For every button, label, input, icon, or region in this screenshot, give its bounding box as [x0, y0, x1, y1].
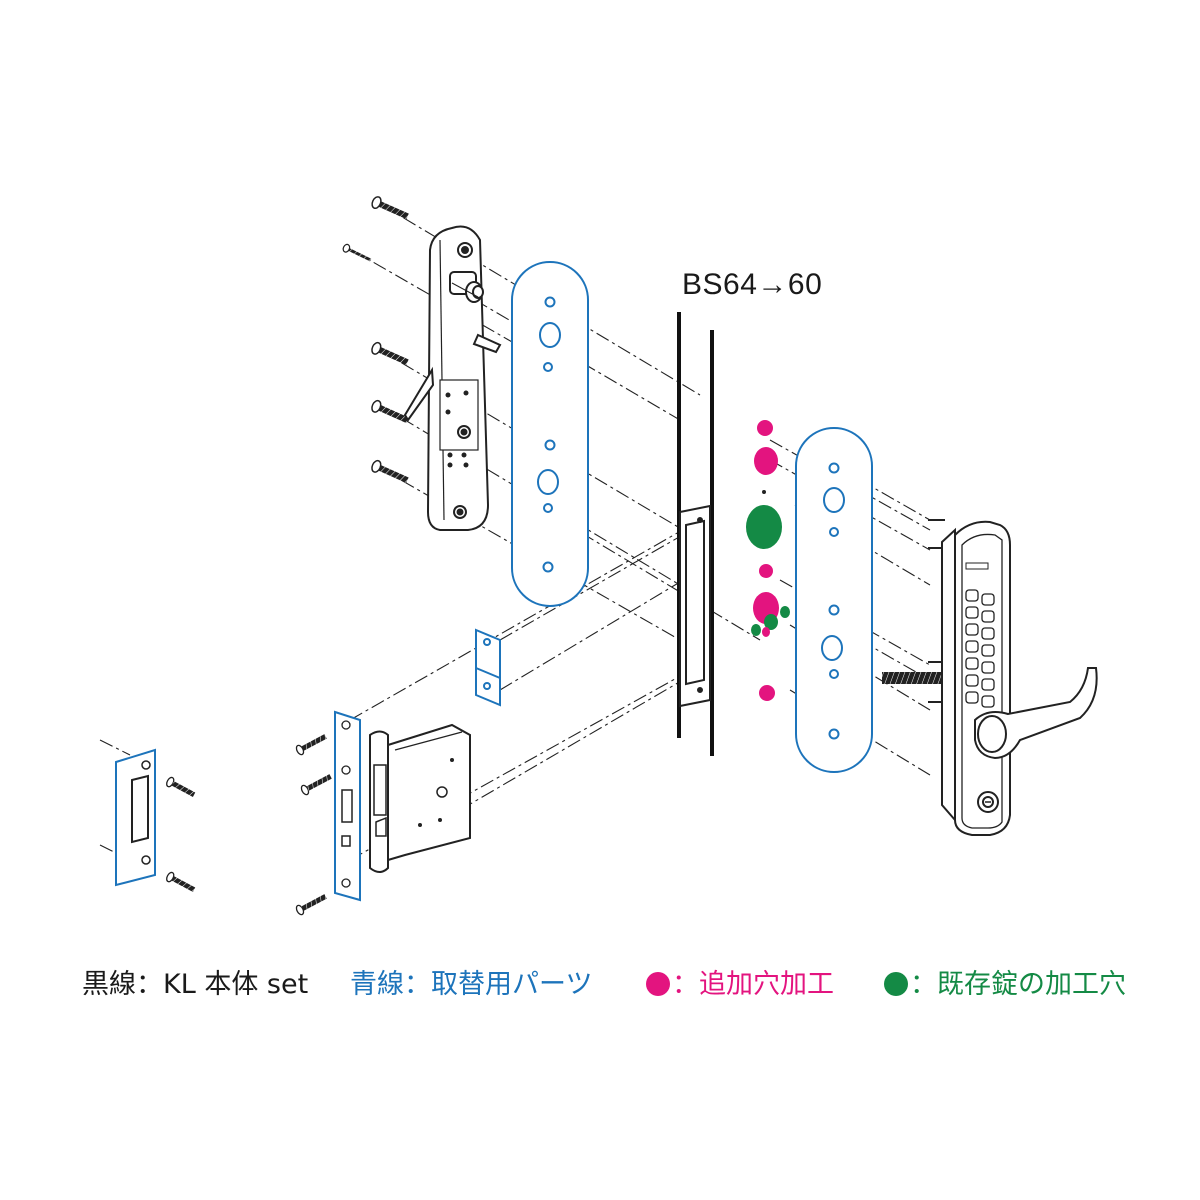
- pink-dot-icon: [646, 972, 670, 996]
- legend-black-lines: 黒線：KL 本体 set: [82, 962, 308, 1001]
- interior-back-plate: [403, 225, 502, 531]
- green-dot-icon: [884, 972, 908, 996]
- door-edge-latch-plate: [679, 504, 711, 708]
- mortise-lock-body: [334, 710, 471, 902]
- legend-black-text: 黒線：KL 本体 set: [82, 969, 309, 1000]
- screws-top: [342, 196, 409, 483]
- legend-existing-holes: ：既存錠の加工穴: [884, 962, 1126, 1001]
- mortise-screws: [295, 734, 332, 916]
- legend-pink-text: ：追加穴加工: [672, 969, 834, 1000]
- legend-additional-holes: ：追加穴加工: [646, 962, 834, 1001]
- strike-plate: [115, 748, 196, 892]
- backset-dimension-label: BS64→60: [682, 268, 823, 301]
- legend-blue-text: 青線：取替用パーツ: [350, 969, 593, 1000]
- replacement-plate-right: [795, 427, 873, 773]
- keypad-buttons: [965, 589, 995, 708]
- legend-blue-lines: 青線：取替用パーツ: [350, 962, 592, 1001]
- replacement-plate-left: [511, 261, 589, 607]
- legend-green-text: ：既存錠の加工穴: [910, 969, 1126, 1000]
- keypad-lock-unit: [882, 519, 1098, 836]
- hole-markers: [746, 420, 790, 701]
- replacement-strike-shim: [475, 628, 501, 707]
